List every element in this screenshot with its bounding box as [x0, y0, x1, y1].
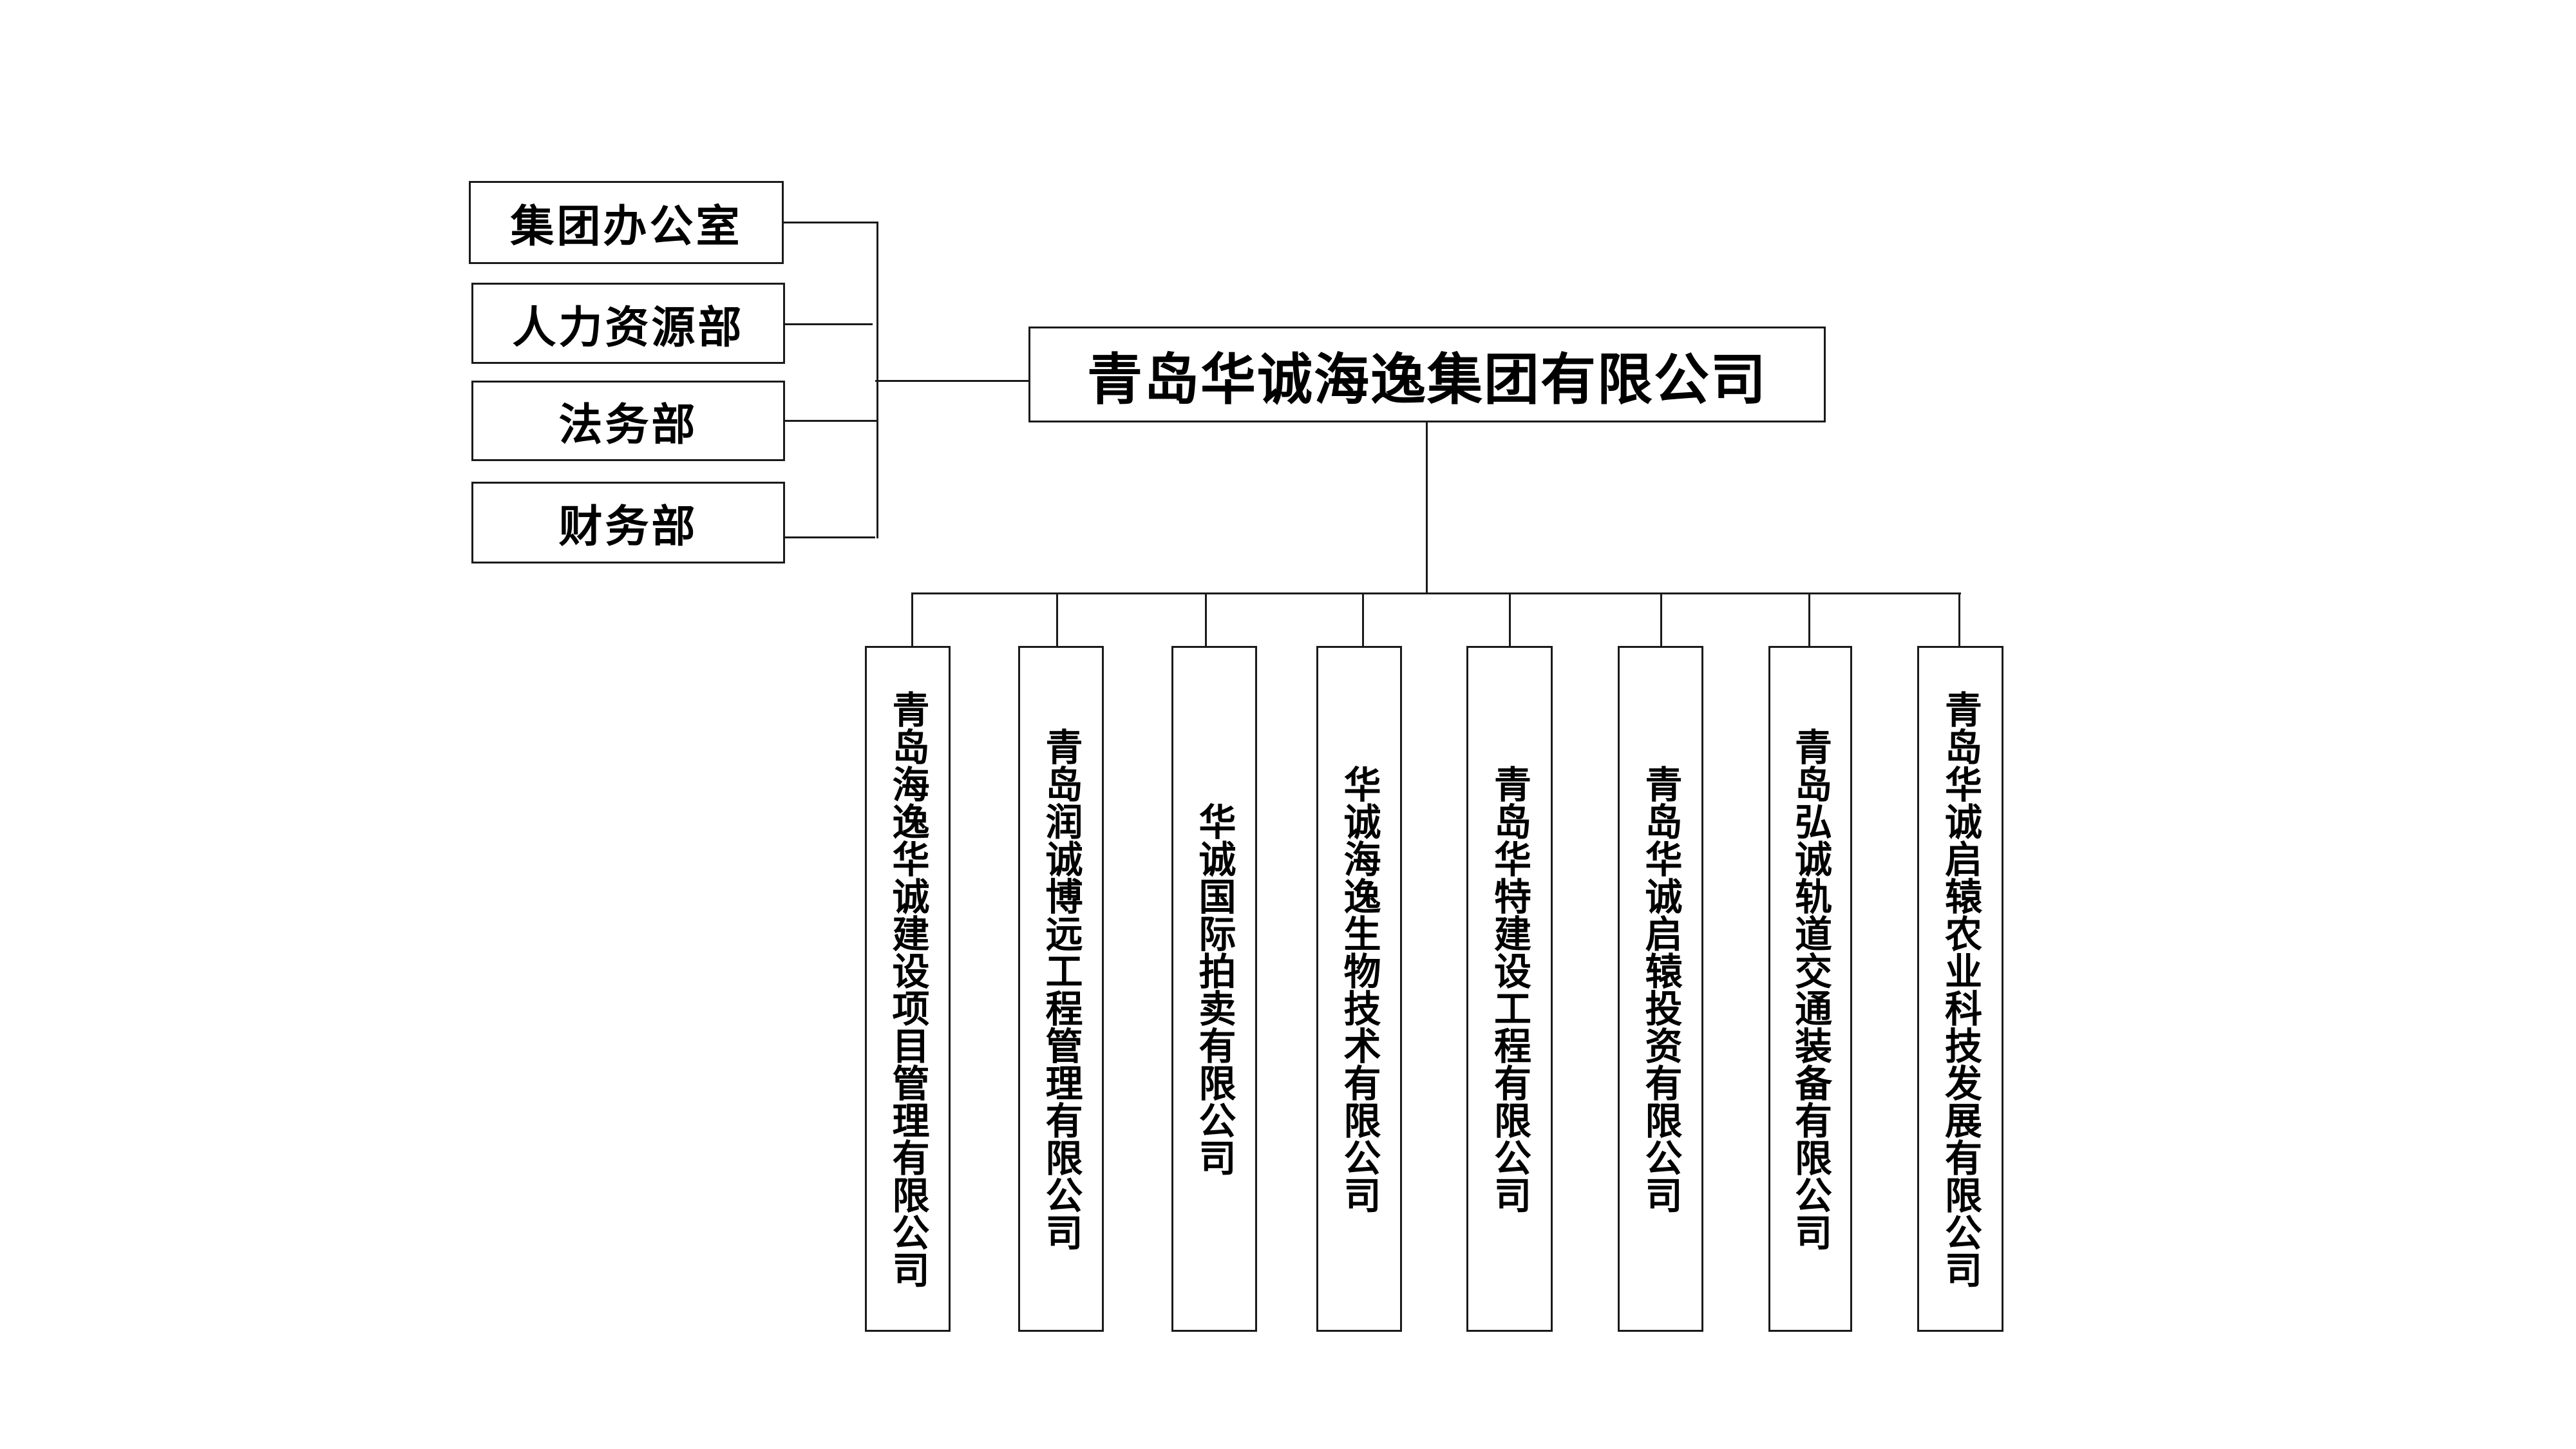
subsidiary-box: 青岛华特建设工程有限公司: [1466, 646, 1553, 1332]
subsidiary-label: 华诚海逸生物技术有限公司: [1337, 764, 1381, 1213]
department-label: 人力资源部: [512, 302, 744, 354]
subsidiary-label: 青岛华特建设工程有限公司: [1488, 764, 1531, 1213]
subsidiary-box: 华诚海逸生物技术有限公司: [1316, 646, 1402, 1332]
connector-line: [1426, 422, 1428, 594]
connector-line: [1205, 592, 1207, 647]
root-company-box: 青岛华诚海逸集团有限公司: [1028, 327, 1826, 422]
department-box-office: 集团办公室: [469, 181, 784, 264]
connector-line: [1056, 592, 1058, 647]
subsidiary-label: 青岛润诚博远工程管理有限公司: [1039, 727, 1083, 1251]
connector-line: [1808, 592, 1810, 647]
department-label: 财务部: [558, 502, 698, 553]
subsidiary-label: 青岛华诚启辕投资有限公司: [1638, 764, 1683, 1213]
subsidiary-box: 华诚国际拍卖有限公司: [1171, 646, 1257, 1332]
connector-line: [911, 592, 1961, 594]
subsidiary-label: 青岛华诚启辕农业科技发展有限公司: [1938, 690, 1982, 1288]
subsidiary-box: 青岛弘诚轨道交通装备有限公司: [1768, 646, 1852, 1332]
connector-line: [785, 420, 878, 422]
connector-line: [1958, 592, 1960, 647]
department-label: 法务部: [558, 400, 698, 451]
connector-line: [1509, 592, 1511, 647]
department-box-finance: 财务部: [471, 482, 785, 564]
connector-line: [783, 222, 878, 223]
connector-line: [785, 536, 875, 538]
department-label: 集团办公室: [510, 202, 743, 252]
subsidiary-box: 青岛海逸华诚建设项目管理有限公司: [865, 646, 951, 1332]
connector-line: [911, 592, 913, 647]
subsidiary-label: 华诚国际拍卖有限公司: [1192, 802, 1236, 1176]
department-box-legal: 法务部: [471, 381, 785, 461]
connector-line: [785, 323, 873, 325]
subsidiary-label: 青岛海逸华诚建设项目管理有限公司: [886, 690, 930, 1288]
subsidiary-box: 青岛润诚博远工程管理有限公司: [1018, 646, 1104, 1332]
connector-line: [1660, 592, 1662, 647]
subsidiary-box: 青岛华诚启辕投资有限公司: [1618, 646, 1703, 1332]
subsidiary-label: 青岛弘诚轨道交通装备有限公司: [1788, 727, 1832, 1251]
department-box-hr: 人力资源部: [471, 283, 785, 364]
root-company-label: 青岛华诚海逸集团有限公司: [1087, 348, 1767, 412]
subsidiary-box: 青岛华诚启辕农业科技发展有限公司: [1917, 646, 2003, 1332]
connector-line: [875, 380, 1030, 382]
connector-line: [1362, 592, 1364, 647]
